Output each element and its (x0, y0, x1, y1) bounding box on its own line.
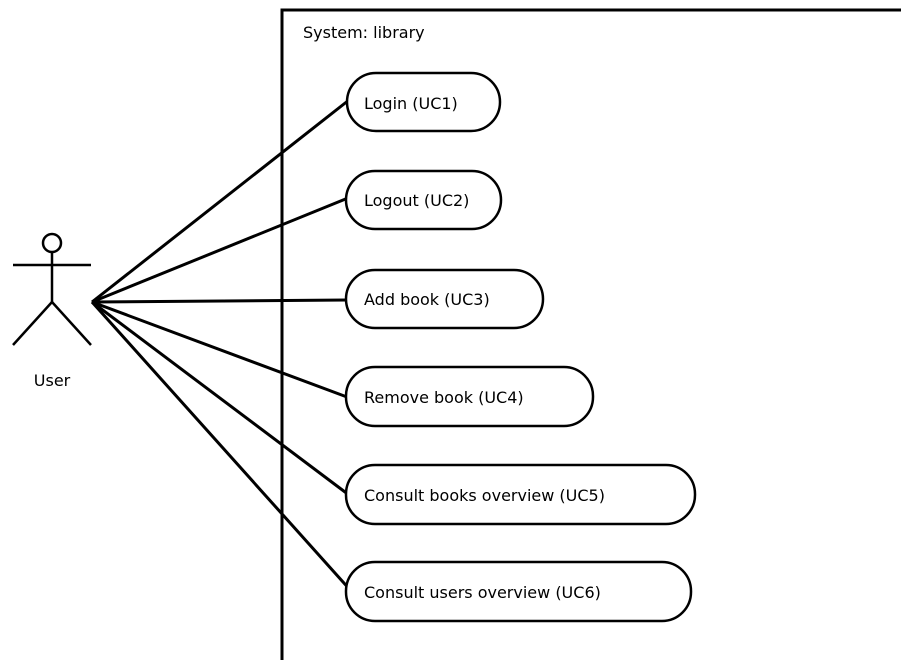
associations (90, 98, 354, 594)
actor-label: User (34, 371, 71, 390)
actor-left-leg (12, 301, 53, 346)
use-case-uc3: Add book (UC3) (344, 268, 545, 330)
association-line-uc4 (91, 300, 348, 399)
association-line-uc3 (91, 298, 348, 304)
use-case-label: Consult books overview (UC5) (364, 486, 605, 505)
use-case-uc6: Consult users overview (UC6) (344, 560, 693, 623)
use-case-shape (345, 71, 502, 133)
use-case-shape (344, 463, 697, 526)
use-case-label: Remove book (UC4) (364, 388, 524, 407)
association-line-uc6 (90, 300, 354, 594)
system-boundary-label: System: library (303, 23, 425, 42)
use-case-shape (344, 365, 595, 428)
use-case-label: Add book (UC3) (364, 290, 490, 309)
use-case-shape (344, 560, 693, 623)
actor-head (41, 232, 63, 254)
association-line-uc5 (91, 300, 350, 497)
use-case-uc4: Remove book (UC4) (344, 365, 595, 428)
use-case-label: Login (UC1) (364, 94, 458, 113)
use-case-uc2: Logout (UC2) (344, 169, 503, 231)
use-case-label: Consult users overview (UC6) (364, 583, 601, 602)
use-case-uc5: Consult books overview (UC5) (344, 463, 697, 526)
use-case-shape (344, 268, 545, 330)
use-case-label: Logout (UC2) (364, 191, 469, 210)
actor-right-leg (51, 301, 92, 346)
actor-user (12, 232, 92, 346)
use-case-shape (344, 169, 503, 231)
association-line-uc1 (91, 98, 350, 304)
association-line-uc2 (91, 196, 349, 304)
use-case-uc1: Login (UC1) (345, 71, 502, 133)
